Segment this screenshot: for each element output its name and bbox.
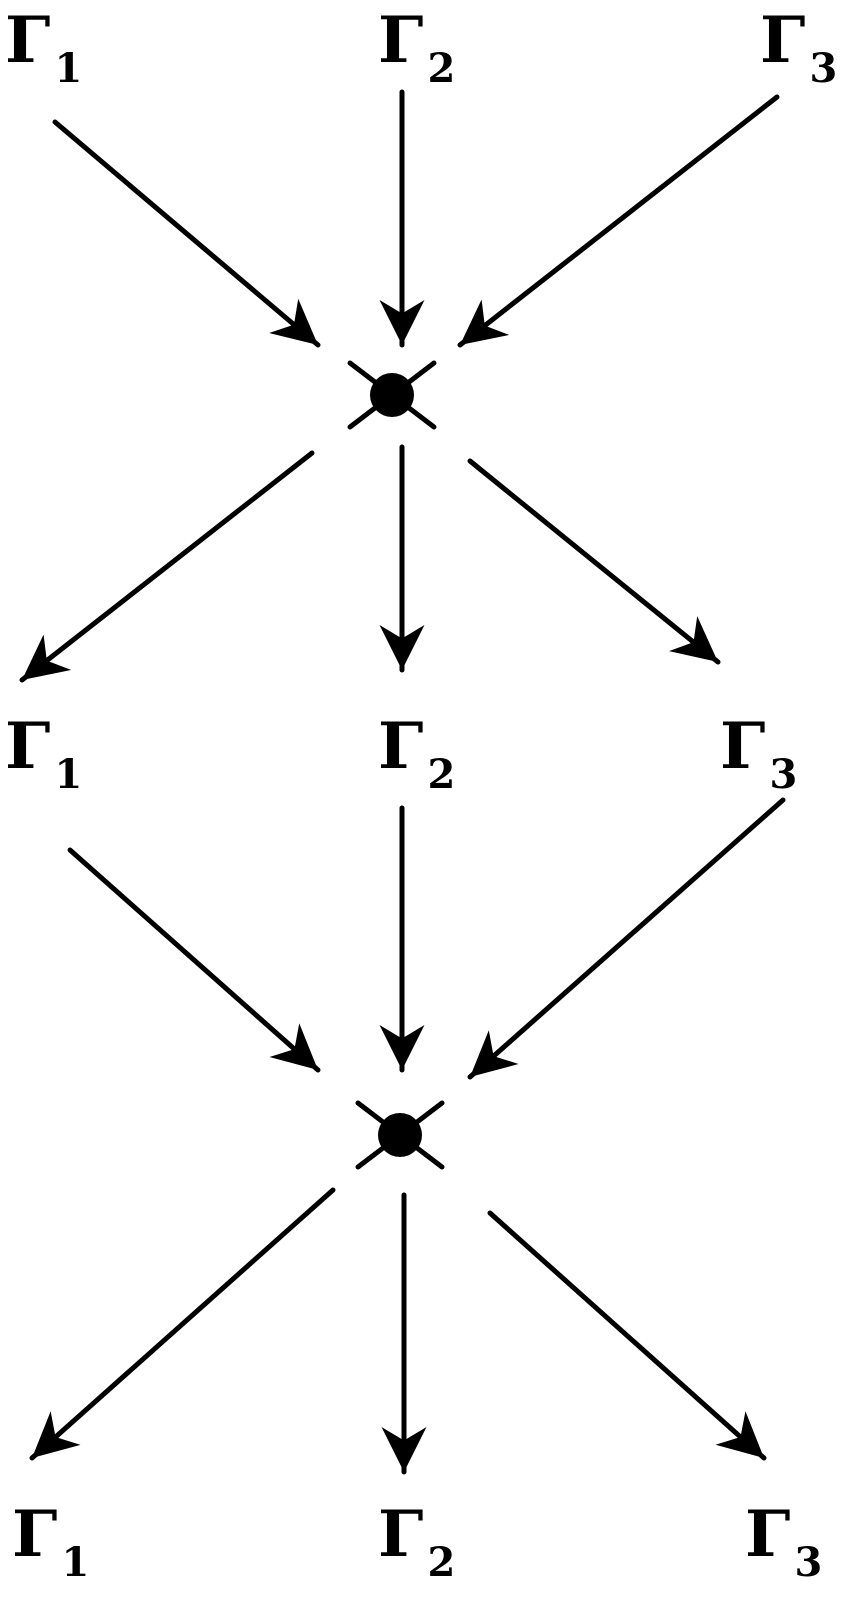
label-gamma: Γ <box>12 1497 57 1572</box>
edges-layer <box>19 89 786 1475</box>
label-subscript: 3 <box>809 45 837 92</box>
label-subscript: 3 <box>794 1539 822 1586</box>
label-gamma: Γ <box>760 3 805 78</box>
label-gamma: Γ <box>720 709 765 784</box>
label-subscript: 1 <box>54 751 82 798</box>
label-subscript: 3 <box>769 751 797 798</box>
edge-arrow-t1-v1 <box>52 119 321 348</box>
label-subscript: 1 <box>61 1539 89 1586</box>
label-subscript: 1 <box>54 45 82 92</box>
vertex-v1 <box>347 360 437 430</box>
label-gamma: Γ <box>745 1497 790 1572</box>
label-subscript: 2 <box>427 1539 455 1586</box>
vertex-dot <box>370 373 414 417</box>
edge-arrow-v2-b3 <box>487 1210 767 1461</box>
label-gamma: Γ <box>378 1497 423 1572</box>
label-subscript: 2 <box>427 751 455 798</box>
edge-arrow-m3-v2 <box>467 797 786 1080</box>
vertex-v2 <box>355 1100 445 1170</box>
edge-arrow-v1-m3 <box>467 458 721 665</box>
vertices-layer <box>347 360 445 1170</box>
edge-arrow-v1-m1 <box>19 450 315 683</box>
edge-arrow-m1-v2 <box>67 847 321 1073</box>
edge-arrow-v2-b1 <box>29 1187 336 1461</box>
edge-arrow-t3-v1 <box>457 94 780 348</box>
label-gamma: Γ <box>378 709 423 784</box>
vertex-dot <box>378 1113 422 1157</box>
label-gamma: Γ <box>378 3 423 78</box>
label-gamma: Γ <box>5 3 50 78</box>
label-gamma: Γ <box>5 709 50 784</box>
label-subscript: 2 <box>427 45 455 92</box>
